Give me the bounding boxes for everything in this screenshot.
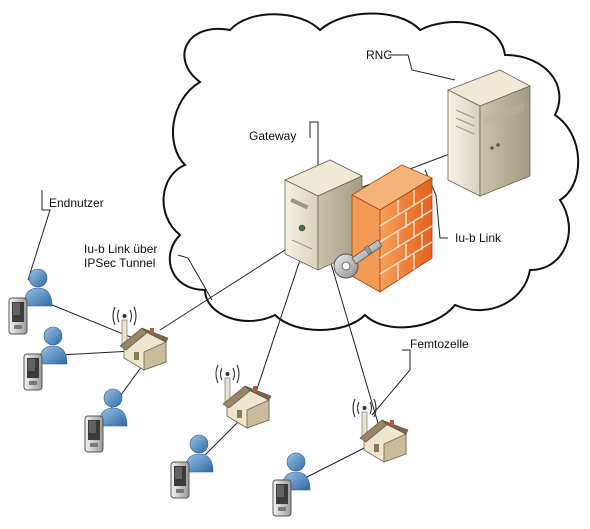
label-gateway: Gateway [249,129,297,143]
label-endnutzer: Endnutzer [49,196,104,210]
user-device-icon [84,388,128,453]
connection-lines [27,54,461,479]
firewall-icon [351,164,433,293]
user-device-icon [8,268,53,335]
label-iub-tunnel-line1: Iu-b Link über [84,242,158,256]
user-device-icon [23,326,68,391]
user-device-icon [272,452,311,517]
user-device-icon [170,434,214,499]
gateway-server-icon [284,159,363,271]
label-rnc: RNC [366,48,392,62]
rnc-server-icon [447,69,531,197]
label-iub-tunnel-line2: IPSec Tunnel [84,256,156,270]
label-femtozelle: Femtozelle [410,337,469,351]
label-iub-link: Iu-b Link [455,231,502,245]
femtocell-icon [352,398,409,463]
femtocell-icon [112,306,169,371]
key-icon [333,239,383,279]
femtocell-icon [215,364,272,429]
